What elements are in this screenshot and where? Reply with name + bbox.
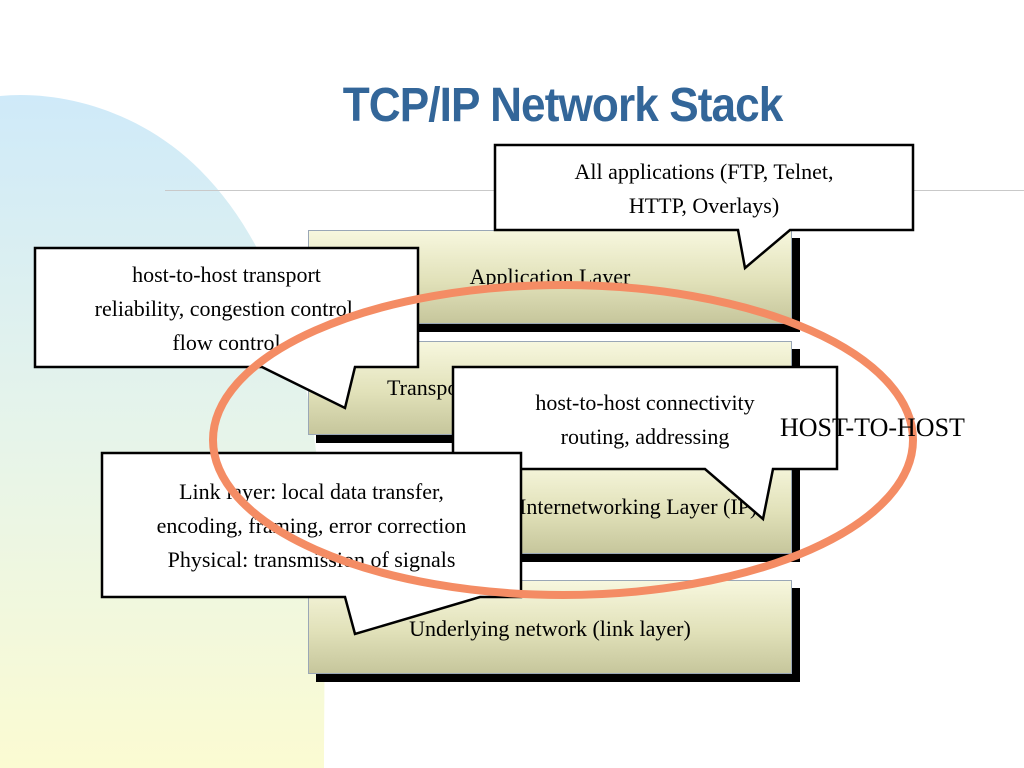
link-callout: Link layer: local data transfer, encodin…: [102, 475, 521, 577]
callout-line: Link layer: local data transfer,: [179, 479, 444, 504]
callout-line: encoding, framing, error correction: [156, 513, 467, 538]
host-to-host-label: HOST-TO-HOST: [780, 413, 965, 442]
callout-line: All applications (FTP, Telnet,: [574, 159, 834, 184]
slide-title: TCP/IP Network Stack: [342, 79, 784, 132]
applications-callout: All applications (FTP, Telnet, HTTP, Ove…: [495, 155, 913, 223]
callout-line: Physical: transmission of signals: [167, 547, 456, 572]
callout-line: HTTP, Overlays): [628, 193, 780, 218]
